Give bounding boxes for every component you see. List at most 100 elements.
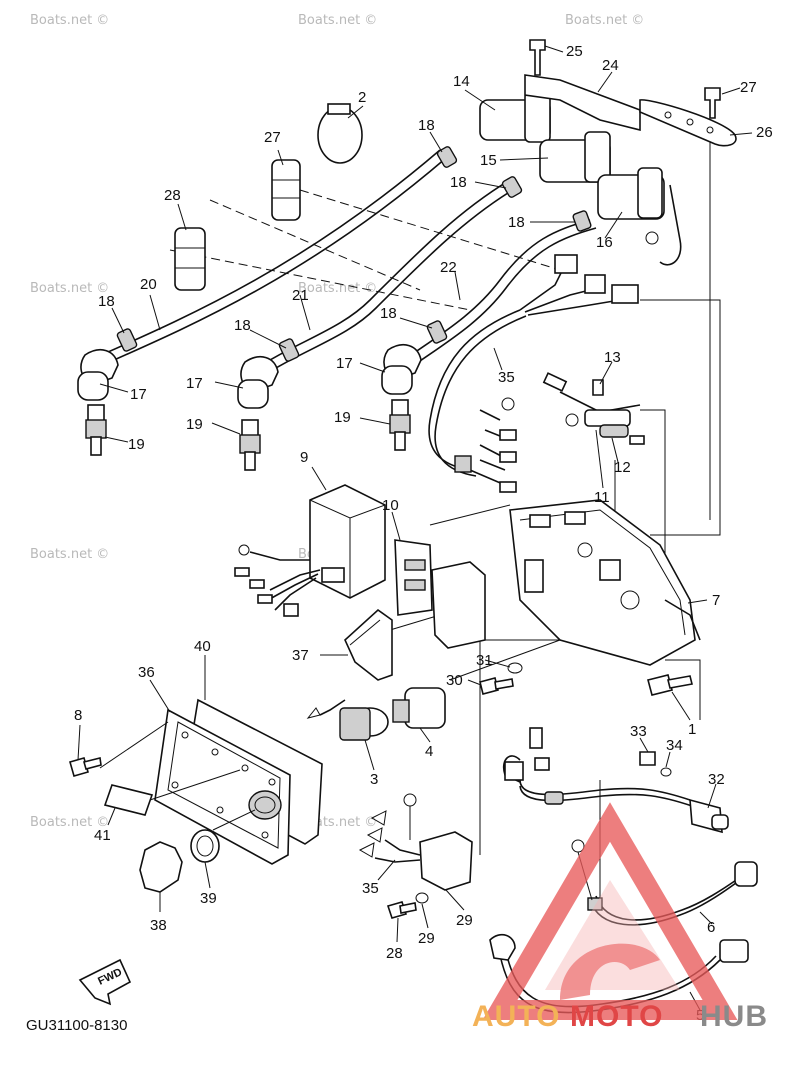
ring-terminal (501, 397, 515, 411)
leader (299, 294, 311, 331)
leader (391, 511, 401, 541)
cover-assembly (69, 698, 323, 893)
sensor-30-tip (711, 814, 729, 830)
routing-line (449, 639, 561, 681)
dashed-guide (299, 189, 561, 271)
cdi-connector (321, 567, 345, 583)
callout-label: 12 (614, 459, 631, 476)
leader (604, 211, 623, 239)
callout-label: 31 (476, 652, 493, 669)
lead-6 (589, 879, 741, 926)
leader (177, 203, 187, 231)
wire-harness-37-outer (434, 315, 527, 477)
callout-label: 35 (362, 880, 379, 897)
plug-lead-21-outer (255, 187, 517, 381)
leader-lines (77, 45, 753, 1011)
fuse-12 (599, 424, 629, 438)
spark-plug-19 (241, 419, 259, 437)
callout-label: 28 (164, 187, 181, 204)
sensor-plug (529, 727, 543, 749)
leader (364, 739, 375, 771)
grommets (116, 146, 592, 362)
plate-hole (686, 118, 694, 126)
cover-port (248, 790, 282, 820)
cdi-unit (234, 484, 386, 617)
plug-caps-and-plugs (77, 344, 422, 471)
label-43 (103, 784, 154, 816)
routing-line (429, 504, 511, 526)
lead-5-connector (719, 939, 749, 963)
watermark-text: Boats.net © (298, 13, 377, 28)
fuse-terminal (629, 435, 645, 445)
terminal-wire (374, 857, 421, 863)
bolt-1-head (647, 674, 673, 696)
holder-slot (175, 247, 205, 269)
callout-label: 10 (382, 497, 399, 514)
bolt-1-shank (667, 675, 693, 689)
leader (484, 659, 511, 668)
leader (277, 149, 284, 166)
fwd-arrow-shape (78, 958, 132, 1006)
washer-35 (415, 892, 429, 904)
watermark-text: Boats.net © (30, 547, 109, 562)
watermark-text: Boats.net © (30, 281, 109, 296)
bolt-28-head (479, 677, 499, 695)
bolt-31 (639, 751, 656, 766)
callout-label: 29 (418, 930, 435, 947)
callout-label: 28 (386, 945, 403, 962)
cover-hole (241, 764, 249, 772)
callout-label: 20 (140, 276, 157, 293)
callout-label: 21 (292, 287, 309, 304)
watermark-text: Boats.net © (565, 13, 644, 28)
callout-label: 33 (630, 723, 647, 740)
callout-label: 34 (666, 737, 683, 754)
dashed-guide (169, 249, 471, 311)
leader (699, 911, 713, 925)
leader (214, 381, 244, 389)
terminal-36 (366, 827, 383, 843)
ring-terminal (565, 413, 579, 427)
leader (671, 691, 691, 721)
sensor-grommet (544, 791, 564, 805)
callout-label: 41 (94, 827, 111, 844)
callout-label: 6 (707, 919, 715, 936)
holder-27-lower (174, 227, 206, 291)
leader (77, 724, 81, 761)
plate-hole (706, 126, 714, 134)
watermark-text: Boats.net © (30, 13, 109, 28)
box-rib (599, 559, 621, 581)
spark-plug-19-thread (90, 436, 102, 456)
switch-3-wire (319, 699, 346, 716)
switch-3-body (339, 707, 371, 741)
ignition-coils (479, 39, 737, 266)
bolt-24 (529, 39, 546, 76)
callout-label: 18 (450, 174, 467, 191)
cover-port-inner (254, 796, 276, 814)
routing-line (640, 409, 666, 565)
callout-label: 13 (604, 349, 621, 366)
part-code: GU31100-8130 (26, 1017, 127, 1034)
callout-label: 18 (418, 117, 435, 134)
leader (597, 71, 613, 93)
bolt-34-shank (399, 902, 417, 914)
cdi-terminal (234, 567, 250, 577)
leader (419, 727, 431, 743)
callout-label: 4 (425, 743, 433, 760)
plug-cap-17-boot (381, 365, 413, 395)
dashed-guide (209, 199, 421, 291)
leader (149, 294, 161, 331)
rectifier-slot (404, 579, 426, 591)
cover-38 (154, 708, 291, 865)
terminal-block (358, 793, 473, 919)
callout-label: 16 (596, 234, 613, 251)
leader (639, 737, 649, 753)
electrical-box-7 (509, 499, 696, 666)
leader (687, 599, 708, 604)
leader (359, 362, 386, 373)
fuse-holder-11 (584, 409, 631, 427)
lead-6-terminal (587, 897, 603, 911)
leader (104, 436, 129, 443)
callout-label: 30 (446, 672, 463, 689)
seal-41 (190, 829, 220, 863)
